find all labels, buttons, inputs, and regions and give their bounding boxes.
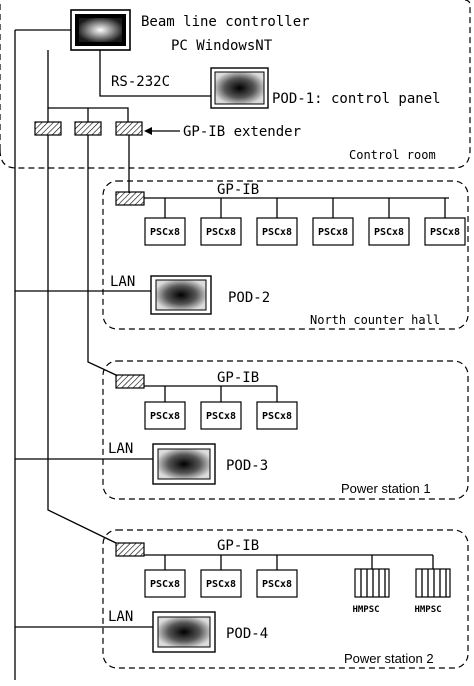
lan-label-ps1: LAN (108, 441, 133, 457)
ps1-psc-group (144, 386, 298, 430)
pod1-icon (210, 67, 269, 109)
controller-pc-icon (70, 9, 131, 51)
gpib-extender-3 (115, 121, 143, 136)
pod4-icon (152, 611, 216, 653)
psc-label: PSCx8 (262, 579, 292, 590)
controller-title: Beam line controller (141, 14, 310, 30)
rs232c-label: RS-232C (111, 74, 170, 90)
power-station-1-label: Power station 1 (341, 481, 431, 496)
hmpsc-icon (354, 568, 390, 598)
gpib-label-north: GP-IB (217, 182, 259, 198)
hmpsc-label: HMPSC (352, 605, 379, 615)
control-room-label: Control room (349, 148, 436, 162)
north-counter-hall-label: North counter hall (310, 313, 440, 327)
psc-label: PSCx8 (206, 579, 236, 590)
ps2-psc-group (144, 555, 298, 598)
controller-subtitle: PC WindowsNT (171, 38, 273, 54)
psc-label: PSCx8 (206, 227, 236, 238)
psc-label: PSCx8 (150, 227, 180, 238)
lan-label-ps2: LAN (108, 609, 133, 625)
arrow-icon (144, 127, 152, 135)
gpib-extender-north (115, 191, 145, 206)
control-room-zone (0, 0, 471, 169)
north-psc-group (144, 198, 466, 246)
gpib-extender-2 (74, 121, 102, 136)
hmpsc-label: HMPSC (414, 605, 441, 615)
lan-label-north: LAN (110, 274, 135, 290)
pod2-label: POD-2 (228, 290, 270, 306)
psc-label: PSCx8 (430, 227, 460, 238)
psc-label: PSCx8 (150, 411, 180, 422)
gpib-label-ps2: GP-IB (217, 538, 259, 554)
psc-label: PSCx8 (262, 227, 292, 238)
psc-label: PSCx8 (262, 411, 292, 422)
power-station-2-label: Power station 2 (344, 651, 434, 666)
gpib-extender-1 (34, 121, 62, 136)
gpib-extender-ps1 (115, 374, 145, 389)
pod2-icon (150, 275, 212, 315)
pod4-label: POD-4 (226, 626, 268, 642)
gpib-extender-label: GP-IB extender (183, 124, 301, 140)
psc-label: PSCx8 (318, 227, 348, 238)
gpib-label-ps1: GP-IB (217, 370, 259, 386)
hmpsc-icon (415, 568, 451, 598)
psc-label: PSCx8 (206, 411, 236, 422)
psc-label: PSCx8 (374, 227, 404, 238)
pod1-label: POD-1: control panel (272, 91, 441, 107)
power-station-2-zone (102, 529, 469, 669)
power-station-1-zone (102, 360, 469, 500)
psc-label: PSCx8 (150, 579, 180, 590)
pod3-icon (152, 443, 216, 485)
gpib-extender-ps2 (115, 542, 145, 557)
pod3-label: POD-3 (226, 458, 268, 474)
